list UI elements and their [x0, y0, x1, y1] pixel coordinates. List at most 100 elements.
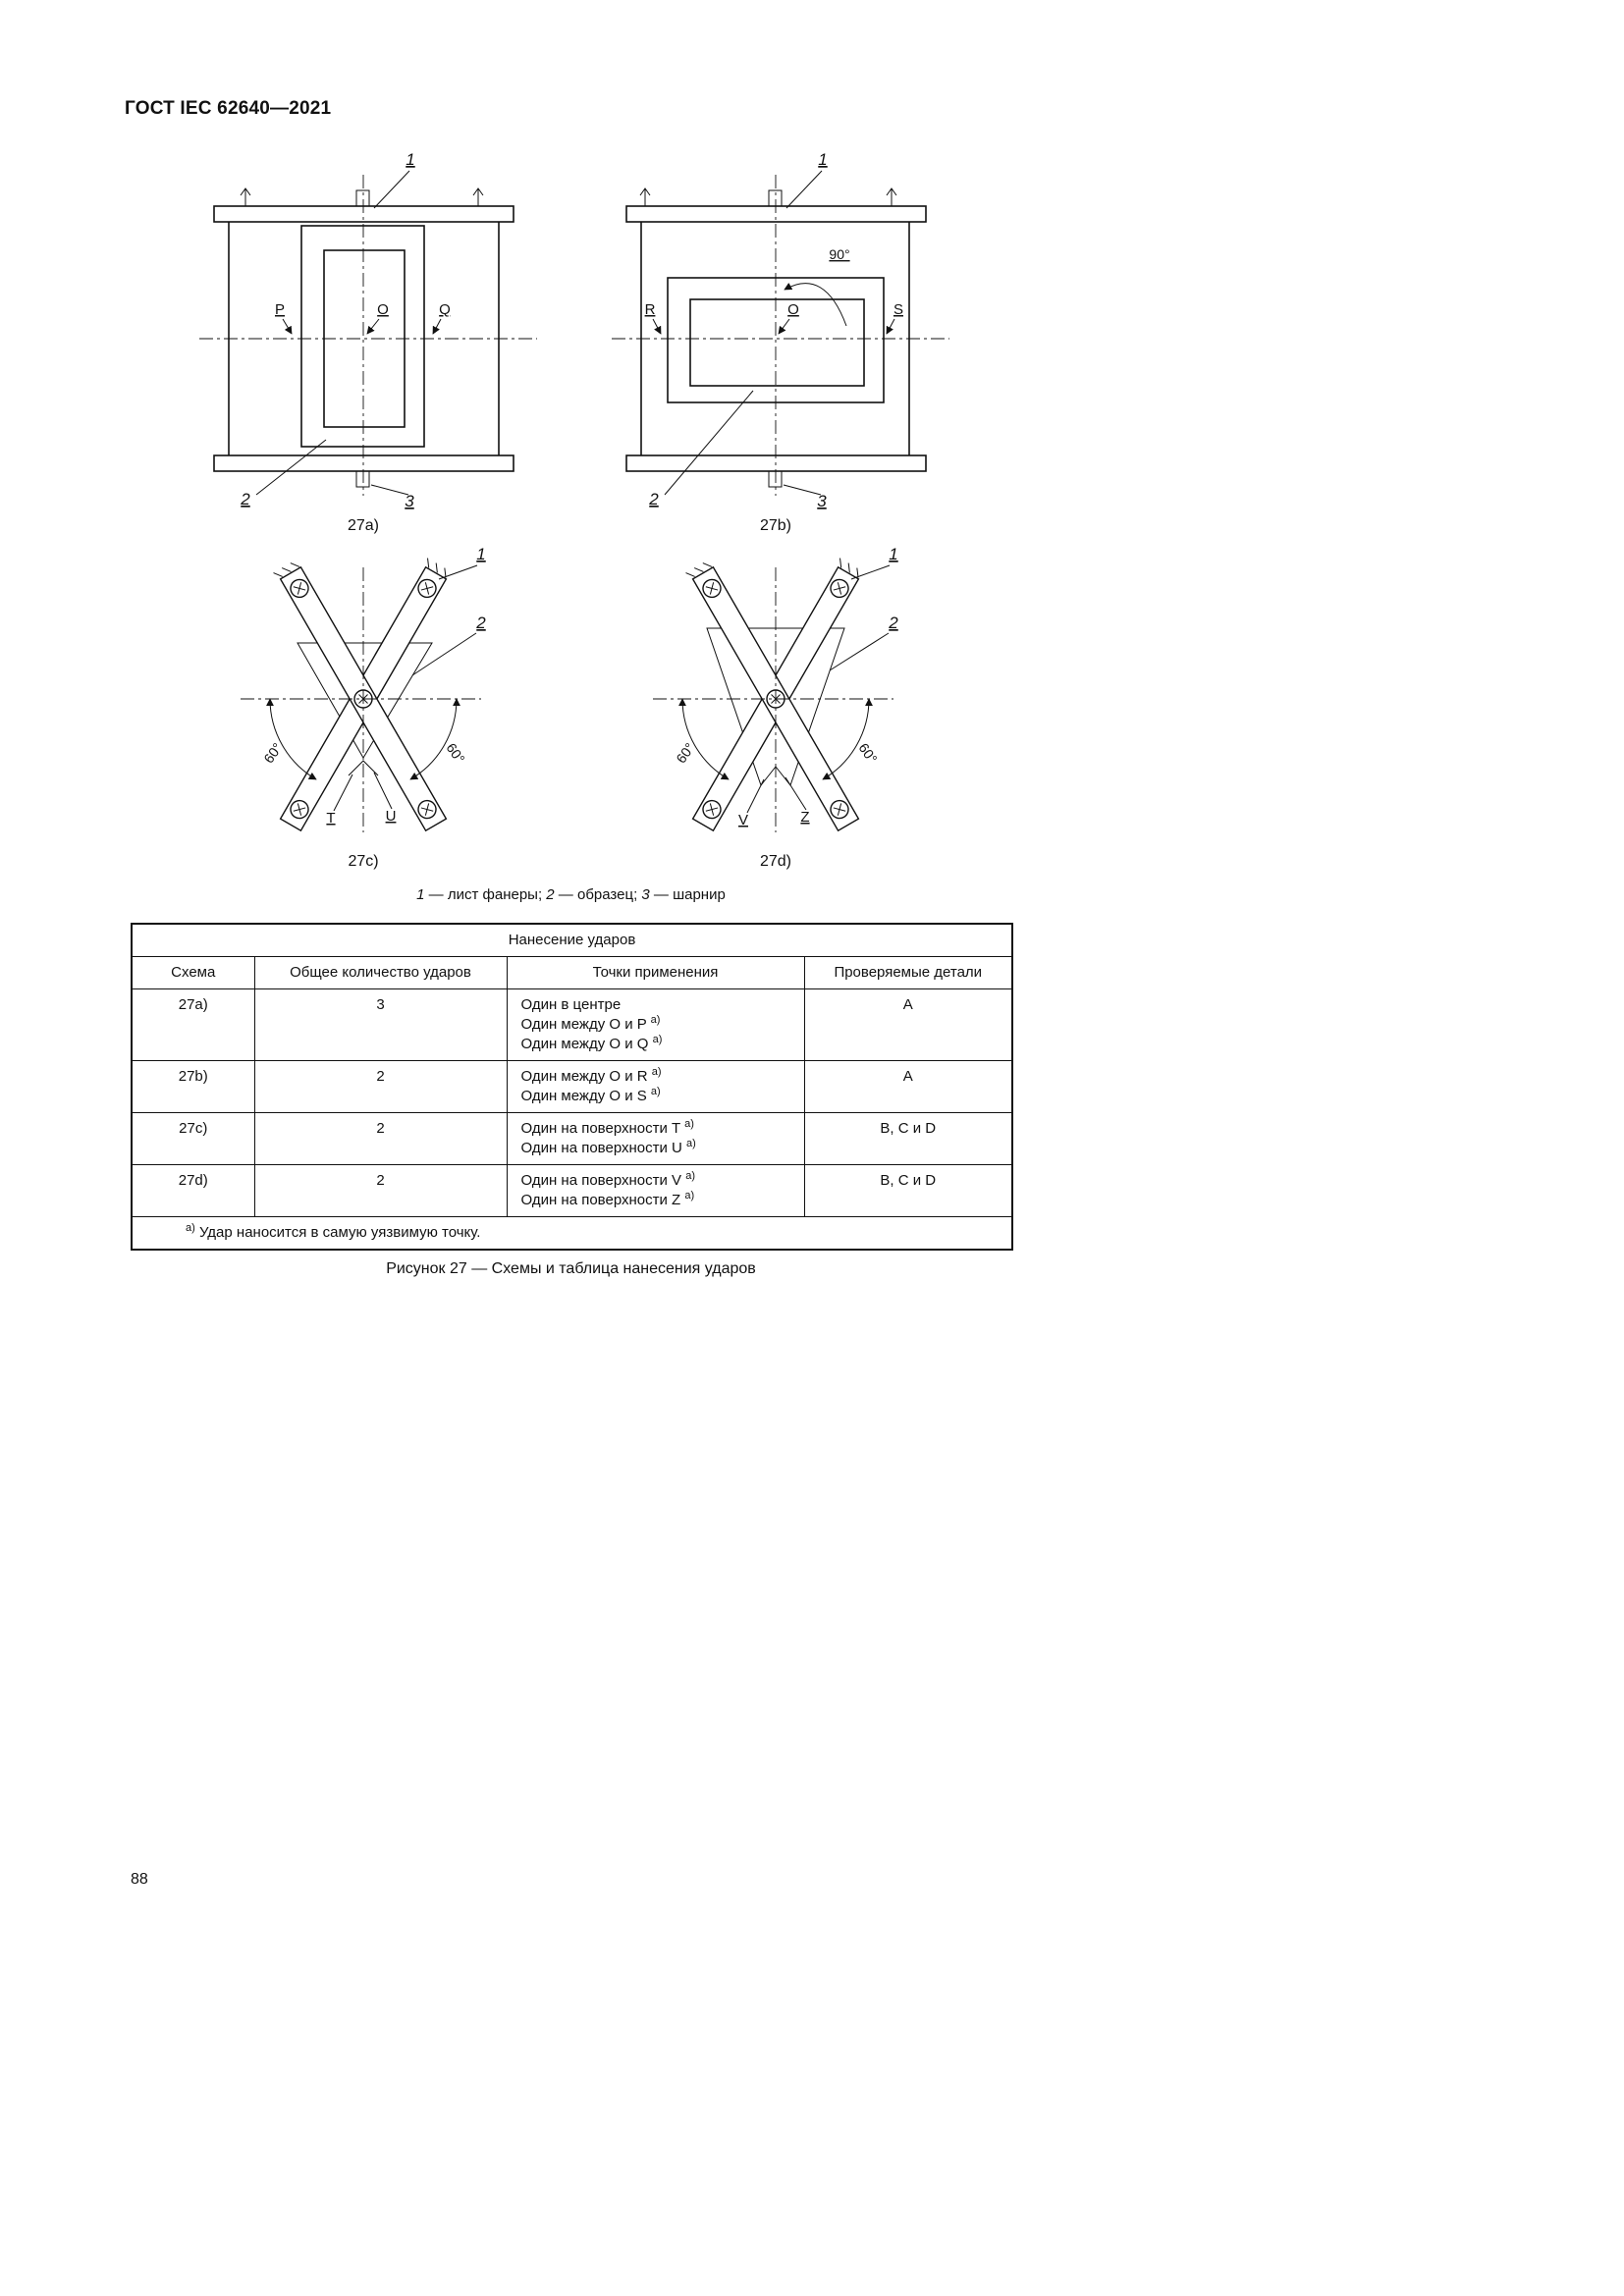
callout-3: 3	[405, 492, 414, 510]
col-header-scheme: Схема	[131, 956, 255, 989]
table-title-row: Нанесение ударов	[131, 923, 1013, 957]
table-row-27b: 27b) 2 Один между O и R a) Один между O …	[131, 1060, 1013, 1113]
callout-3: 3	[817, 492, 827, 510]
callout-1-leader	[850, 564, 891, 580]
cell-scheme: 27b)	[131, 1060, 255, 1113]
point-label-p: P	[275, 301, 285, 318]
figure-legend: 1 — лист фанеры; 2 — образец; 3 — шарнир	[131, 886, 1011, 903]
leader-p	[282, 318, 293, 335]
cell-parts: B, C и D	[803, 1164, 1013, 1217]
leader-r	[652, 318, 662, 335]
callout-1: 1	[476, 545, 485, 563]
figure-27a-diagram: P O Q 1 2 3 27a)	[199, 150, 537, 534]
angle-arc-left	[266, 698, 317, 780]
callout-2: 2	[240, 490, 250, 508]
callout-2-leader	[411, 632, 477, 676]
bottom-rail	[625, 454, 927, 472]
figure-caption-27b: 27b)	[760, 517, 791, 534]
callout-2-leader	[255, 439, 327, 496]
callout-3-leader	[783, 484, 822, 496]
legend-text-3: — шарнир	[649, 886, 726, 903]
callout-1-leader	[373, 170, 410, 209]
point-label-s: S	[893, 301, 903, 318]
specimen-inner	[323, 249, 406, 428]
callout-1: 1	[889, 545, 897, 563]
cell-points: Один на поверхности V a) Один на поверхн…	[506, 1164, 805, 1217]
hinge-pin-left	[240, 187, 251, 206]
table-row-27d: 27d) 2 Один на поверхности V a) Один на …	[131, 1164, 1013, 1217]
point-label-o: O	[787, 301, 799, 318]
callout-1-leader	[438, 564, 478, 580]
cell-count: 2	[253, 1112, 508, 1165]
legend-num-1: 1	[416, 886, 425, 903]
callout-2-leader	[664, 390, 754, 496]
legend-text-1: — лист фанеры;	[424, 886, 547, 903]
specimen-fold	[348, 760, 379, 776]
specimen-outline	[297, 642, 433, 759]
specimen-outer	[667, 277, 885, 403]
end-hatching	[273, 562, 300, 577]
hinge-bottom	[355, 470, 370, 488]
leader-s	[886, 318, 895, 335]
legend-text-2: — образец;	[554, 886, 642, 903]
hinge-bottom	[768, 470, 783, 488]
angle-arc-left	[678, 698, 730, 780]
callout-1: 1	[818, 150, 827, 169]
leader-o	[366, 318, 380, 335]
cell-count: 2	[253, 1060, 508, 1113]
plywood-sheets	[685, 558, 860, 832]
hinge-pin-center	[768, 189, 783, 207]
bottom-rail	[213, 454, 514, 472]
callout-1: 1	[406, 150, 414, 169]
angle-arc-right	[409, 698, 460, 780]
end-hatching	[839, 558, 859, 578]
surface-label-t: T	[326, 810, 335, 827]
point-label-q: Q	[439, 301, 451, 318]
callout-2: 2	[475, 614, 486, 632]
end-hatching	[685, 562, 713, 577]
angle-90-label: 90°	[829, 246, 849, 262]
surface-label-z: Z	[800, 809, 809, 826]
point-label-o: O	[377, 301, 389, 318]
table-footnote: a) Удар наносится в самую уязвимую точку…	[131, 1216, 1013, 1251]
col-header-points: Точки применения	[506, 956, 805, 989]
table-row-27c: 27c) 2 Один на поверхности T a) Один на …	[131, 1112, 1013, 1165]
figure-27c-diagram: 60° 60° T U 1 2 27c)	[241, 545, 486, 870]
col-header-parts: Проверяемые детали	[803, 956, 1013, 989]
cell-parts: A	[803, 1060, 1013, 1113]
cell-points: Один между O и R a) Один между O и S a)	[506, 1060, 805, 1113]
specimen-inner	[689, 298, 865, 387]
figure-caption-27a: 27a)	[348, 517, 379, 534]
angle-arc-right	[822, 698, 873, 780]
legend-num-2: 2	[546, 886, 555, 903]
callout-2: 2	[888, 614, 898, 632]
figure-caption-27d: 27d)	[760, 853, 791, 870]
table-row-27a: 27a) 3 Один в центре Один между O и P a)…	[131, 988, 1013, 1061]
cell-scheme: 27d)	[131, 1164, 255, 1217]
top-rail	[213, 205, 514, 223]
cell-parts: B, C и D	[803, 1112, 1013, 1165]
angle-90-arc	[784, 282, 847, 327]
cell-parts: A	[803, 988, 1013, 1061]
table-title: Нанесение ударов	[131, 923, 1013, 957]
leader-v	[746, 778, 765, 814]
figure-27b-diagram: 90° R O S 1 2 3 27b)	[612, 150, 949, 534]
surface-label-v: V	[738, 812, 748, 828]
callout-2-leader	[829, 632, 890, 671]
cell-scheme: 27c)	[131, 1112, 255, 1165]
surface-label-u: U	[386, 808, 397, 825]
leader-o	[778, 318, 790, 335]
cell-scheme: 27a)	[131, 988, 255, 1061]
page-number: 88	[131, 1871, 148, 1888]
leader-t	[333, 774, 353, 812]
top-rail	[625, 205, 927, 223]
figure-caption-27c: 27c)	[348, 853, 378, 870]
cell-count: 2	[253, 1164, 508, 1217]
table-header-row: Схема Общее количество ударов Точки прим…	[131, 956, 1013, 989]
col-header-count: Общее количество ударов	[253, 956, 508, 989]
figure-main-caption: Рисунок 27 — Схемы и таблица нанесения у…	[386, 1260, 756, 1277]
cell-count: 3	[253, 988, 508, 1061]
specimen-outer	[300, 225, 425, 448]
point-label-r: R	[645, 301, 656, 318]
